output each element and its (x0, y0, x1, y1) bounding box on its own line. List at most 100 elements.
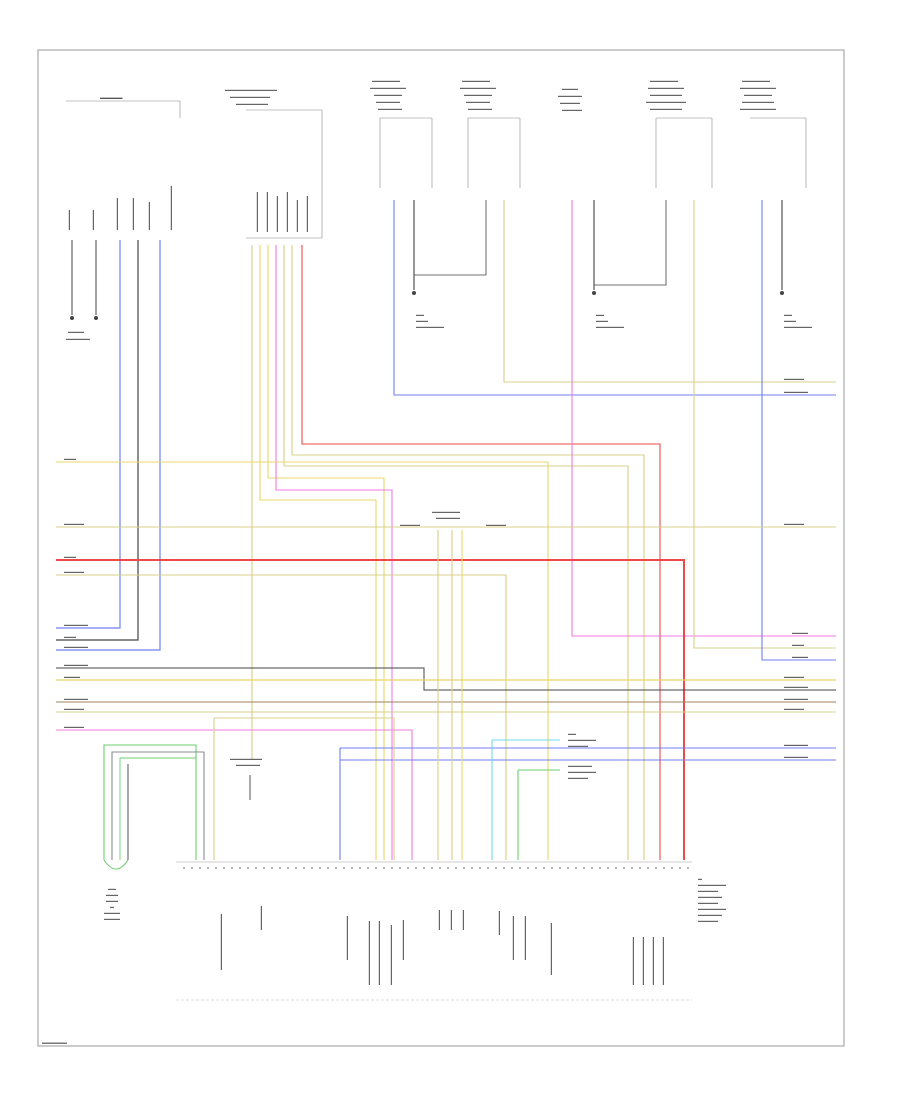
diagram-footer: ▬▬▬▬▬ (42, 1040, 67, 1046)
svg-text:▬▬▬▬▬▬▬▬▬▬▬▬▬▬▬: ▬▬▬▬▬▬▬▬▬▬▬▬▬▬▬ (388, 925, 393, 985)
svg-text:▬▬▬▬▬▬▬▬: ▬▬▬▬▬▬▬▬ (650, 106, 682, 111)
svg-text:▬▬▬▬▬: ▬▬▬▬▬ (698, 888, 718, 893)
svg-text:▬▬▬▬▬▬▬▬▬▬▬▬▬: ▬▬▬▬▬▬▬▬▬▬▬▬▬ (225, 87, 277, 92)
svg-text:▬▬▬▬▬▬▬: ▬▬▬▬▬▬▬ (596, 324, 624, 329)
harness-wires (251, 245, 661, 860)
svg-text:▬▬▬▬▬▬▬▬▬: ▬▬▬▬▬▬▬▬▬ (370, 85, 406, 90)
svg-text:▬▬▬▬▬▬▬▬▬: ▬▬▬▬▬▬▬▬▬ (648, 85, 684, 90)
svg-text:▬▬▬▬▬▬: ▬▬▬▬▬▬ (258, 906, 263, 930)
svg-text:▬▬▬▬▬: ▬▬▬▬▬ (436, 910, 441, 930)
svg-text:▬▬▬: ▬▬▬ (64, 554, 76, 559)
svg-text:▬▬▬▬▬: ▬▬▬▬▬ (90, 210, 95, 230)
svg-text:▬▬▬▬▬: ▬▬▬▬▬ (64, 706, 84, 711)
svg-text:▬▬▬▬▬▬: ▬▬▬▬▬▬ (784, 754, 808, 759)
svg-text:▬▬▬▬▬: ▬▬▬▬▬ (698, 900, 718, 905)
svg-text:▬▬▬▬▬▬: ▬▬▬▬▬▬ (64, 696, 88, 701)
svg-text:▬▬▬▬▬: ▬▬▬▬▬ (568, 775, 588, 780)
svg-text:▬▬▬▬▬▬▬▬▬▬▬▬: ▬▬▬▬▬▬▬▬▬▬▬▬ (630, 937, 635, 985)
ground-symbols: ▬▬▬▬▬▬▬▬▬▬▬▬ ▬▬▬▬▬▬▬▬▬▬▬▬ ▬▬▬▬▬▬▬▬▬▬▬▬ (412, 291, 812, 329)
svg-text:▬: ▬ (110, 904, 114, 909)
svg-text:▬▬▬▬▬▬▬: ▬▬▬▬▬▬▬ (784, 324, 812, 329)
harness-group: ▬▬▬▬▬▬▬▬▬▬▬▬▬ ▬▬▬▬▬▬▬▬▬▬ ▬▬▬▬▬▬▬▬ ▬▬▬▬▬▬… (225, 87, 323, 239)
svg-text:▬▬▬▬: ▬▬▬▬ (68, 329, 84, 334)
svg-text:▬▬▬▬▬: ▬▬▬▬▬ (486, 522, 506, 527)
svg-text:▬▬▬▬▬▬▬▬▬▬: ▬▬▬▬▬▬▬▬▬▬ (230, 94, 270, 99)
svg-text:▬▬▬▬▬▬▬: ▬▬▬▬▬▬▬ (462, 78, 490, 83)
svg-text:▬▬▬▬▬▬: ▬▬▬▬▬▬ (64, 622, 88, 627)
svg-text:▬▬▬▬▬▬▬▬▬▬▬▬: ▬▬▬▬▬▬▬▬▬▬▬▬ (640, 937, 645, 985)
svg-text:▬▬▬▬▬▬▬▬: ▬▬▬▬▬▬▬▬ (230, 756, 262, 761)
svg-text:▬▬▬▬▬: ▬▬▬▬▬ (448, 910, 453, 930)
svg-text:▬▬▬▬▬▬▬▬▬▬▬▬▬▬▬▬: ▬▬▬▬▬▬▬▬▬▬▬▬▬▬▬▬ (366, 921, 371, 985)
svg-text:▬▬: ▬▬ (784, 312, 792, 317)
svg-text:▬▬▬▬▬▬▬▬▬▬▬▬▬: ▬▬▬▬▬▬▬▬▬▬▬▬▬ (548, 923, 553, 975)
svg-text:▬▬▬▬▬: ▬▬▬▬▬ (64, 724, 84, 729)
svg-text:▬▬▬▬▬: ▬▬▬▬▬ (560, 100, 580, 105)
svg-text:▬▬▬▬▬▬▬▬: ▬▬▬▬▬▬▬▬ (236, 101, 268, 106)
svg-text:▬▬▬▬▬: ▬▬▬▬▬ (784, 706, 804, 711)
svg-text:▬▬▬: ▬▬▬ (784, 318, 796, 323)
svg-text:▬▬▬▬▬: ▬▬▬▬▬ (400, 522, 420, 527)
svg-text:▬▬▬▬▬▬▬▬: ▬▬▬▬▬▬▬▬ (650, 92, 682, 97)
svg-text:▬▬▬▬▬▬▬: ▬▬▬▬▬▬▬ (698, 906, 726, 911)
svg-text:▬▬▬▬: ▬▬▬▬ (792, 654, 808, 659)
svg-text:▬: ▬ (698, 876, 702, 881)
right-wire-labels: ▬▬▬▬▬ ▬▬▬▬▬▬ ▬▬▬▬▬ ▬▬▬▬ ▬▬▬ ▬▬▬▬ ▬▬▬▬▬ ▬… (784, 376, 808, 759)
svg-text:▬▬▬: ▬▬▬ (106, 898, 118, 903)
svg-text:▬▬▬▬▬▬▬▬▬▬▬: ▬▬▬▬▬▬▬▬▬▬▬ (522, 916, 527, 960)
svg-text:▬▬▬▬▬▬: ▬▬▬▬▬▬ (378, 106, 402, 111)
svg-text:▬▬▬: ▬▬▬ (596, 318, 608, 323)
svg-text:▬▬▬▬: ▬▬▬▬ (562, 86, 578, 91)
svg-text:▬▬▬▬▬▬: ▬▬▬▬▬▬ (236, 762, 260, 767)
svg-text:▬▬▬▬▬: ▬▬▬▬▬ (562, 107, 582, 112)
svg-text:▬▬▬▬▬▬: ▬▬▬▬▬▬ (376, 99, 400, 104)
svg-text:▬▬▬▬: ▬▬▬▬ (104, 916, 120, 921)
ecm-connector: ▬▬▬▬▬▬▬▬▬▬▬▬▬▬ ▬▬▬▬▬▬ ▬▬▬▬▬▬▬▬▬▬▬ ▬▬▬▬▬▬… (176, 861, 726, 1001)
horizontal-buses (56, 461, 836, 860)
svg-text:▬▬▬▬▬▬▬▬: ▬▬▬▬▬▬▬▬ (130, 198, 135, 230)
left-vertical-wires (56, 240, 161, 651)
svg-text:▬▬▬▬▬▬▬▬▬▬▬: ▬▬▬▬▬▬▬▬▬▬▬ (168, 186, 173, 230)
svg-text:▬▬▬▬▬▬▬▬▬▬▬▬▬▬: ▬▬▬▬▬▬▬▬▬▬▬▬▬▬ (218, 914, 223, 970)
svg-text:▬▬▬▬▬▬▬: ▬▬▬▬▬▬▬ (568, 769, 596, 774)
svg-text:▬▬▬: ▬▬▬ (106, 892, 118, 897)
svg-text:▬▬▬▬▬▬▬: ▬▬▬▬▬▬▬ (568, 737, 596, 742)
splice-label: ▬▬▬▬▬▬▬ ▬▬▬▬▬▬ ▬▬▬▬▬ ▬▬▬▬▬ (400, 509, 506, 527)
svg-text:▬▬▬▬▬▬: ▬▬▬▬▬▬ (64, 644, 88, 649)
svg-text:▬▬▬▬▬: ▬▬▬▬▬ (784, 376, 804, 381)
svg-text:▬▬▬▬▬▬▬: ▬▬▬▬▬▬▬ (432, 509, 460, 514)
svg-text:▬▬▬▬▬: ▬▬▬▬▬ (66, 210, 71, 230)
svg-text:▬▬▬▬▬▬: ▬▬▬▬▬▬ (698, 894, 722, 899)
svg-text:▬▬▬▬▬▬▬▬▬: ▬▬▬▬▬▬▬▬▬ (740, 85, 776, 90)
svg-text:▬▬▬▬▬▬▬▬: ▬▬▬▬▬▬▬▬ (114, 198, 119, 230)
svg-text:▬▬▬▬▬▬▬: ▬▬▬▬▬▬▬ (372, 78, 400, 83)
bottom-left-sensor-label: ▬▬ ▬▬▬ ▬▬▬ ▬ ▬▬▬▬ ▬▬▬▬ (104, 886, 120, 921)
svg-text:▬▬▬▬▬▬: ▬▬▬▬▬▬ (568, 763, 592, 768)
svg-text:▬▬▬▬▬: ▬▬▬▬▬ (100, 95, 123, 100)
svg-text:▬▬▬▬▬▬▬▬▬▬: ▬▬▬▬▬▬▬▬▬▬ (264, 192, 269, 232)
svg-text:▬▬▬▬▬▬: ▬▬▬▬▬▬ (784, 696, 808, 701)
svg-text:▬▬▬▬▬▬▬▬▬▬: ▬▬▬▬▬▬▬▬▬▬ (400, 920, 405, 960)
svg-text:▬▬▬▬▬▬: ▬▬▬▬▬▬ (466, 99, 490, 104)
svg-text:▬▬▬▬▬▬: ▬▬▬▬▬▬ (468, 106, 492, 111)
svg-text:▬▬▬▬▬: ▬▬▬▬▬ (460, 910, 465, 930)
sensor-groups: ▬▬▬▬▬▬▬ ▬▬▬▬▬▬▬▬▬ ▬▬▬▬▬▬▬ ▬▬▬▬▬▬ ▬▬▬▬▬▬ … (370, 78, 807, 188)
svg-text:▬▬▬▬▬▬▬: ▬▬▬▬▬▬▬ (650, 78, 678, 83)
left-connector-group: ▬▬▬▬▬ ▬▬▬▬▬ ▬▬▬▬▬ ▬▬▬▬▬▬▬▬ ▬▬▬▬▬▬▬▬ ▬▬▬▬… (66, 95, 181, 341)
svg-text:▬▬▬: ▬▬▬ (64, 456, 76, 461)
svg-text:▬▬: ▬▬ (568, 731, 576, 736)
svg-text:▬▬▬▬▬▬▬: ▬▬▬▬▬▬▬ (374, 92, 402, 97)
svg-text:▬▬▬▬▬▬▬▬▬▬: ▬▬▬▬▬▬▬▬▬▬ (284, 192, 289, 232)
svg-text:▬▬▬▬▬▬▬: ▬▬▬▬▬▬▬ (744, 92, 772, 97)
svg-text:▬▬▬▬▬: ▬▬▬▬▬ (698, 918, 718, 923)
svg-text:▬▬▬▬▬▬: ▬▬▬▬▬▬ (66, 336, 90, 341)
svg-text:▬▬▬▬▬: ▬▬▬▬▬ (784, 521, 804, 526)
svg-text:▬▬: ▬▬ (108, 886, 116, 891)
loop-sensor-labels: ▬▬ ▬▬▬▬▬▬▬ ▬▬▬▬▬ ▬▬▬▬▬▬ ▬▬▬▬▬▬▬ ▬▬▬▬▬ (568, 731, 596, 780)
sensor-wires (393, 200, 836, 661)
svg-text:▬▬▬▬▬▬▬▬▬▬: ▬▬▬▬▬▬▬▬▬▬ (646, 99, 686, 104)
svg-text:▬▬▬▬▬▬▬: ▬▬▬▬▬▬▬ (742, 78, 770, 83)
diagram-frame (37, 49, 845, 1047)
svg-text:▬▬▬▬▬▬▬: ▬▬▬▬▬▬▬ (146, 202, 151, 230)
